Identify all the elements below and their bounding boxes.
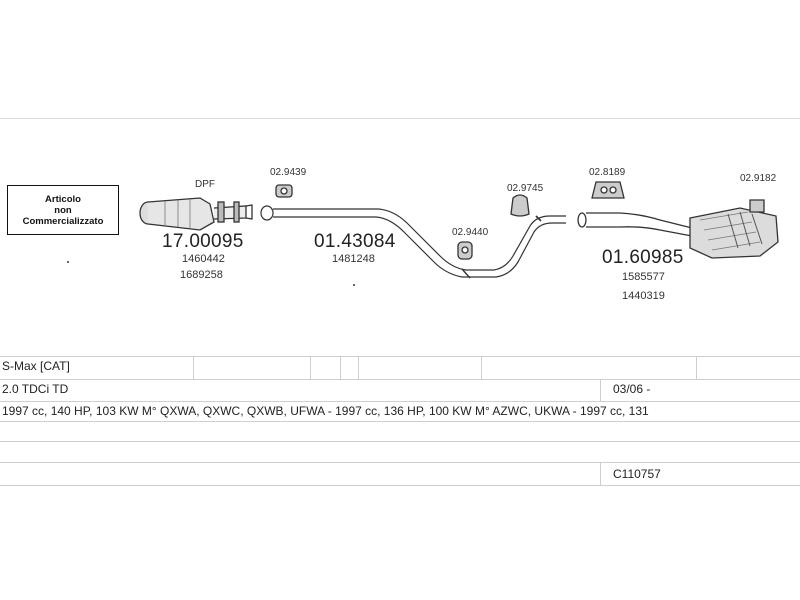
- left-hanger-part: [510, 194, 542, 222]
- exhaust-drawing: [139, 181, 779, 279]
- mid-pipe: [260, 205, 566, 279]
- model-name: S-Max [CAT]: [2, 359, 70, 373]
- front-clamp-number: 02.9439: [270, 167, 307, 178]
- front-clamp-part: [275, 184, 293, 198]
- table-cell: [358, 357, 481, 379]
- table-cell: [696, 357, 800, 379]
- notice-line-1: Articolo: [45, 193, 81, 205]
- dpf-label: DPF: [195, 179, 215, 190]
- rear-ref-1: 1585577: [622, 271, 665, 283]
- mid-pipe-ref: 1481248: [332, 253, 375, 265]
- rear-hanger-number: 02.9182: [740, 173, 777, 184]
- notice-line-3: Commercializzato: [22, 215, 104, 227]
- left-hanger-number: 02.9745: [507, 183, 544, 194]
- blank-row: [0, 441, 800, 462]
- dpf-ref-2: 1689258: [180, 269, 223, 281]
- rear-section: [577, 199, 779, 259]
- catalog-cell: C110757: [600, 463, 800, 485]
- engine-type: 2.0 TDCi TD: [2, 382, 69, 396]
- specs-row: 1997 cc, 140 HP, 103 KW M° QXWA, QXWC, Q…: [0, 401, 800, 421]
- mid-hanger-part: [457, 241, 473, 260]
- dpf-ref-1: 1460442: [182, 253, 225, 265]
- stray-dot: [353, 284, 355, 286]
- engine-row: 2.0 TDCi TD 03/06 -: [0, 379, 800, 401]
- rear-ref-2: 1440319: [622, 290, 665, 302]
- rear-section-part-number: 01.60985: [602, 247, 684, 268]
- dpf-unit: [139, 197, 253, 231]
- table-cell: [193, 357, 310, 379]
- dpf-part-number: 17.00095: [162, 231, 244, 252]
- notice-line-2: non: [54, 204, 72, 216]
- catalog-row: C110757: [0, 462, 800, 486]
- table-cell: [310, 357, 340, 379]
- diagram-top-border: [0, 118, 800, 119]
- exhaust-diagram: DPF 17.00095 1460442 1689258 02.9439 01.…: [0, 118, 800, 358]
- table-cell: [340, 357, 358, 379]
- production-date: 03/06 -: [613, 382, 651, 396]
- not-marketed-notice: Articolo non Commercializzato: [7, 185, 119, 235]
- mid-pipe-part-number: 01.43084: [314, 231, 396, 252]
- engine-specs: 1997 cc, 140 HP, 103 KW M° QXWA, QXWC, Q…: [2, 404, 649, 418]
- stray-dot: [67, 261, 69, 263]
- date-cell: 03/06 -: [600, 380, 800, 401]
- right-clamp-number: 02.8189: [589, 167, 626, 178]
- blank-row: [0, 421, 800, 441]
- catalog-code: C110757: [613, 467, 661, 481]
- model-row: S-Max [CAT]: [0, 356, 800, 379]
- right-clamp-part: [591, 181, 625, 199]
- table-cell: [481, 357, 696, 379]
- mid-hanger-number: 02.9440: [452, 227, 489, 238]
